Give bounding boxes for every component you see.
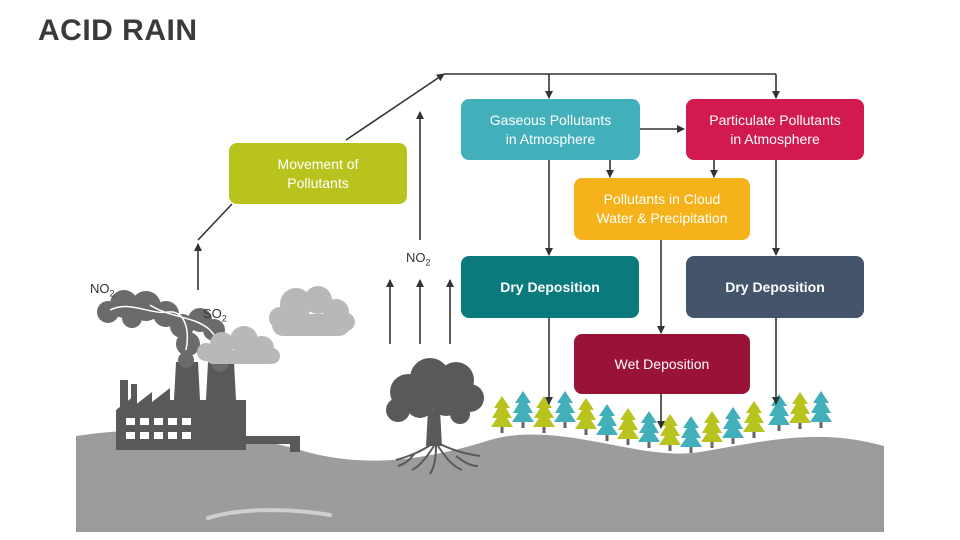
pine-tree-icon <box>575 398 597 435</box>
pine-tree-icon <box>810 391 832 428</box>
pollutants-in-cloud-box: Pollutants in Cloud Water & Precipitatio… <box>574 178 750 240</box>
pine-tree-icon <box>768 394 790 431</box>
dry-deposition-right-box: Dry Deposition <box>686 256 864 318</box>
pine-tree-icon <box>491 396 513 433</box>
movement-of-pollutants-box: Movement of Pollutants <box>229 143 407 204</box>
pine-tree-icon <box>701 411 723 448</box>
wet-deposition-box: Wet Deposition <box>574 334 750 394</box>
ground-hill <box>76 430 884 532</box>
flow-arrows <box>194 73 780 429</box>
pine-tree-icon <box>659 414 681 451</box>
no2-factory-label: NO2 <box>90 281 115 299</box>
no2-tree-label: NO2 <box>406 250 431 268</box>
pine-tree-icon <box>789 392 811 429</box>
pine-tree-icon <box>617 408 639 445</box>
particulate-pollutants-box: Particulate Pollutants in Atmosphere <box>686 99 864 160</box>
pine-tree-icon <box>554 391 576 428</box>
tree-roots <box>395 443 481 475</box>
grey-cloud-large <box>269 286 355 336</box>
ground-highlight <box>206 508 332 520</box>
pine-tree-icon <box>512 391 534 428</box>
pine-tree-icon <box>638 411 660 448</box>
pine-tree-icon <box>743 401 765 438</box>
forest-trees <box>491 391 832 453</box>
page-title: ACID RAIN <box>38 14 198 47</box>
factory-windows <box>126 418 191 439</box>
arrow-movement-top <box>345 73 445 141</box>
gaseous-pollutants-box: Gaseous Pollutants in Atmosphere <box>461 99 640 160</box>
dry-deposition-left-box: Dry Deposition <box>461 256 639 318</box>
pine-tree-icon <box>533 396 555 433</box>
tree-icon <box>386 358 484 446</box>
pine-tree-icon <box>680 416 702 453</box>
pine-tree-icon <box>722 407 744 444</box>
so2-label: SO2 <box>203 306 227 324</box>
line-movement-up <box>197 203 233 241</box>
pine-tree-icon <box>596 404 618 441</box>
grey-cloud-small <box>197 326 280 364</box>
